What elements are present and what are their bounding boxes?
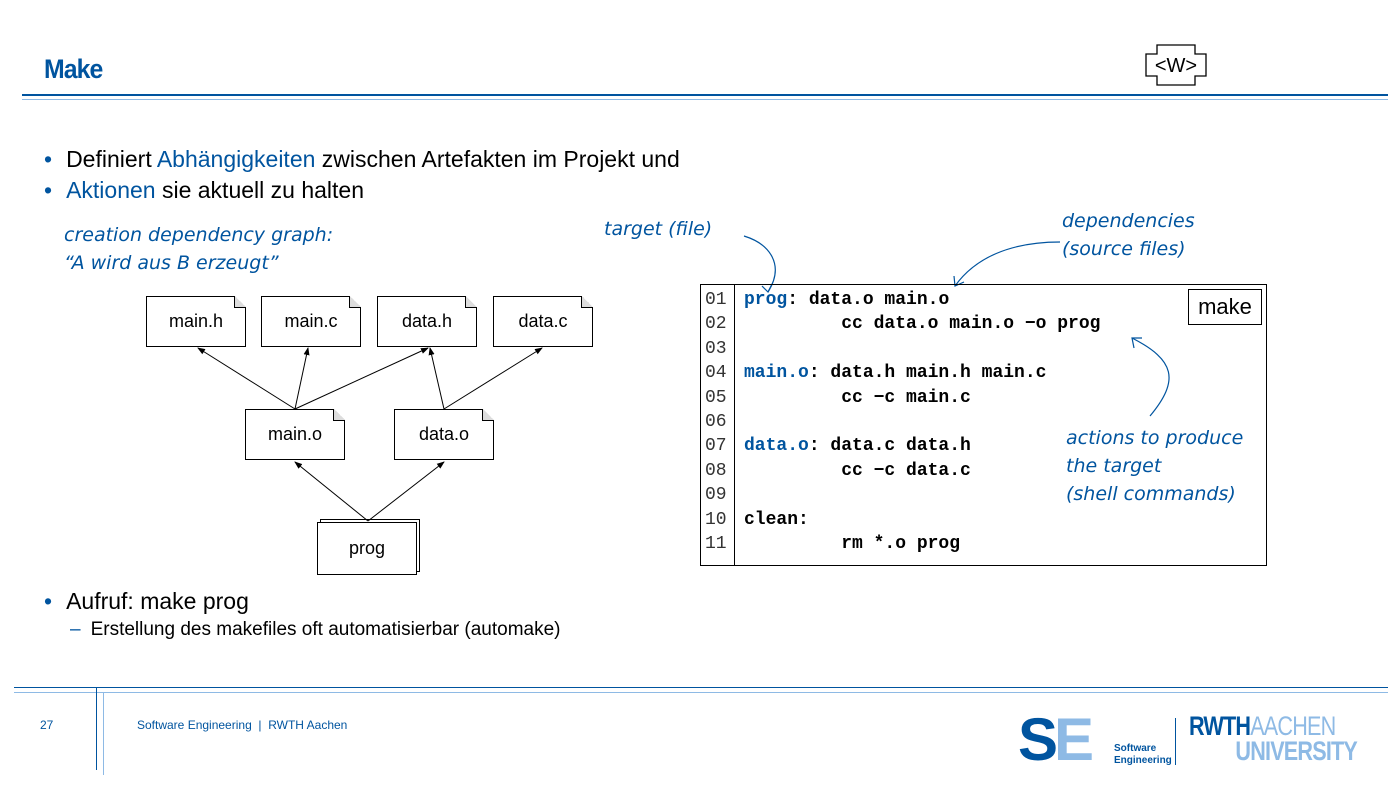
line-number: 03 xyxy=(705,338,727,359)
annotation-target: target (file) xyxy=(604,218,713,240)
node-data-o: data.o xyxy=(394,409,494,460)
code-line: cc data.o main.o −o prog xyxy=(744,314,1100,334)
code-text: clean: xyxy=(744,509,809,530)
code-line: data.o: data.c data.h xyxy=(744,436,971,456)
code-text: : data.h main.h main.c xyxy=(808,363,1047,384)
code-text: cc −c main.c xyxy=(744,387,971,408)
code-line: prog: data.o main.o xyxy=(744,290,949,310)
w-logo: <W> xyxy=(1145,44,1207,86)
make-target: main.o xyxy=(744,363,809,384)
code-text: cc data.o main.o −o prog xyxy=(744,314,1101,335)
line-number: 07 xyxy=(705,436,727,457)
line-number: 04 xyxy=(705,363,727,384)
make-target: prog xyxy=(744,290,788,310)
annotation-deps: dependencies(source files) xyxy=(1062,210,1195,260)
node-prog: prog xyxy=(317,522,417,575)
makefile-listing: 01 02 03 04 05 06 07 08 09 10 11 prog: data.o main… xyxy=(700,284,1267,566)
code-line: clean: xyxy=(744,510,809,530)
header-rule-light xyxy=(22,99,1388,100)
line-number: 01 xyxy=(705,290,727,310)
node-main-o: main.o xyxy=(245,409,345,460)
make-target: data.o xyxy=(744,436,809,457)
footer-text: Software Engineering | RWTH Aachen xyxy=(137,718,348,732)
footer-rule-light xyxy=(14,692,1388,693)
footer-rule xyxy=(14,687,1388,688)
svg-text:<W>: <W> xyxy=(1155,55,1197,77)
graph-edges xyxy=(197,347,543,522)
line-number: 02 xyxy=(705,314,727,335)
node-data-h: data.h xyxy=(377,296,477,347)
footer-divider-light xyxy=(103,692,104,775)
header-rule xyxy=(22,94,1388,96)
code-line: cc −c main.c xyxy=(744,388,971,408)
sub-bullet: –Erstellung des makefiles oft automatisi… xyxy=(70,619,561,640)
line-number: 09 xyxy=(705,485,727,506)
make-badge: make xyxy=(1188,289,1262,325)
line-number: 10 xyxy=(705,509,727,530)
code-line: rm *.o prog xyxy=(744,534,960,554)
code-text: : data.o main.o xyxy=(787,290,950,310)
graph-caption: creation dependency graph:“A wird aus B … xyxy=(64,224,334,274)
bullet-1: •Definiert Abhängigkeiten zwischen Artef… xyxy=(44,146,680,172)
bullet-3: •Aufruf: make prog xyxy=(44,588,249,614)
logo-divider xyxy=(1175,718,1176,765)
code-line: main.o: data.h main.h main.c xyxy=(744,363,1046,383)
bullet-2: •Aktionen sie aktuell zu halten xyxy=(44,177,364,203)
node-main-h: main.h xyxy=(146,296,246,347)
node-data-c: data.c xyxy=(493,296,593,347)
code-line: cc −c data.c xyxy=(744,461,971,481)
line-number: 11 xyxy=(705,534,727,554)
node-main-c: main.c xyxy=(261,296,361,347)
code-text: rm *.o prog xyxy=(744,534,961,554)
code-text: cc −c data.c xyxy=(744,460,971,481)
page-title: Make xyxy=(44,54,103,84)
code-text: : data.c data.h xyxy=(808,436,971,457)
line-number: 08 xyxy=(705,460,727,481)
footer-divider xyxy=(96,687,97,770)
page-number: 27 xyxy=(40,718,54,732)
line-number: 06 xyxy=(705,412,727,432)
line-number: 05 xyxy=(705,387,727,408)
